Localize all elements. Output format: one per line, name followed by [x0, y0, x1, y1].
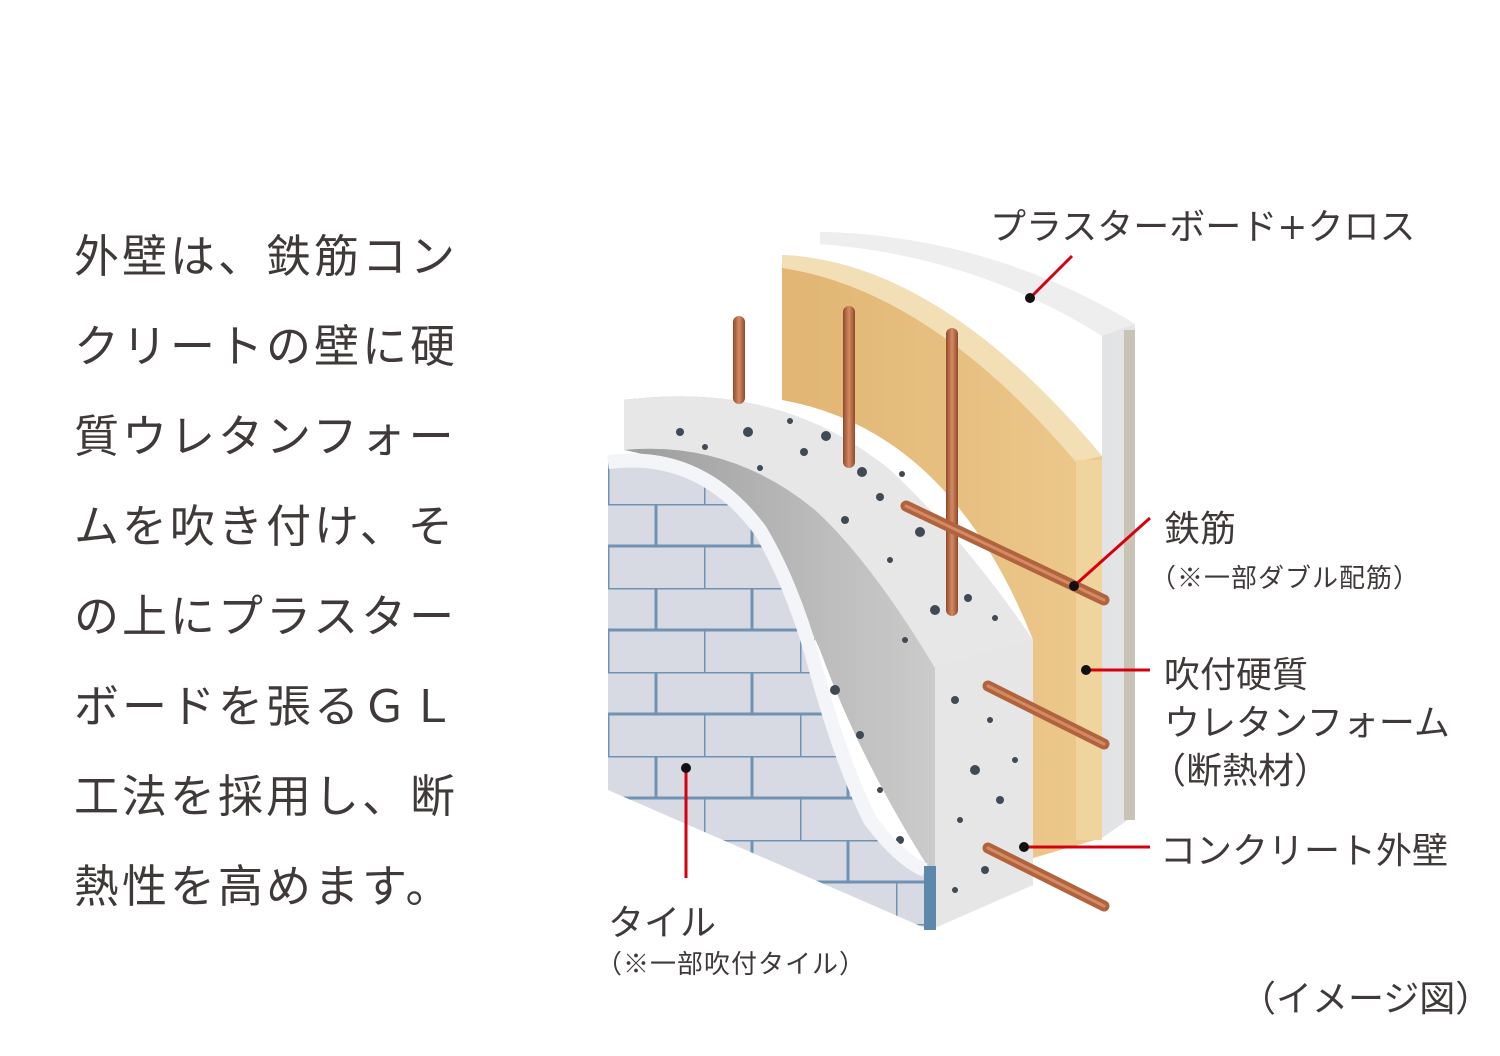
label-foam-line3: （断熱材）	[1150, 742, 1330, 794]
label-tile: タイル	[608, 894, 716, 946]
label-rebar: 鉄筋	[1164, 500, 1236, 552]
label-tile-note: （※一部吹付タイル）	[596, 944, 866, 981]
label-foam-line2: ウレタンフォーム	[1164, 694, 1450, 746]
label-foam-line1: 吹付硬質	[1164, 646, 1308, 698]
label-rebar-note: （※一部ダブル配筋）	[1150, 558, 1420, 595]
label-image-note: （イメージ図）	[1240, 970, 1491, 1022]
label-plasterboard-cross: プラスターボード+クロス	[990, 198, 1415, 250]
label-concrete-wall: コンクリート外壁	[1160, 822, 1448, 874]
